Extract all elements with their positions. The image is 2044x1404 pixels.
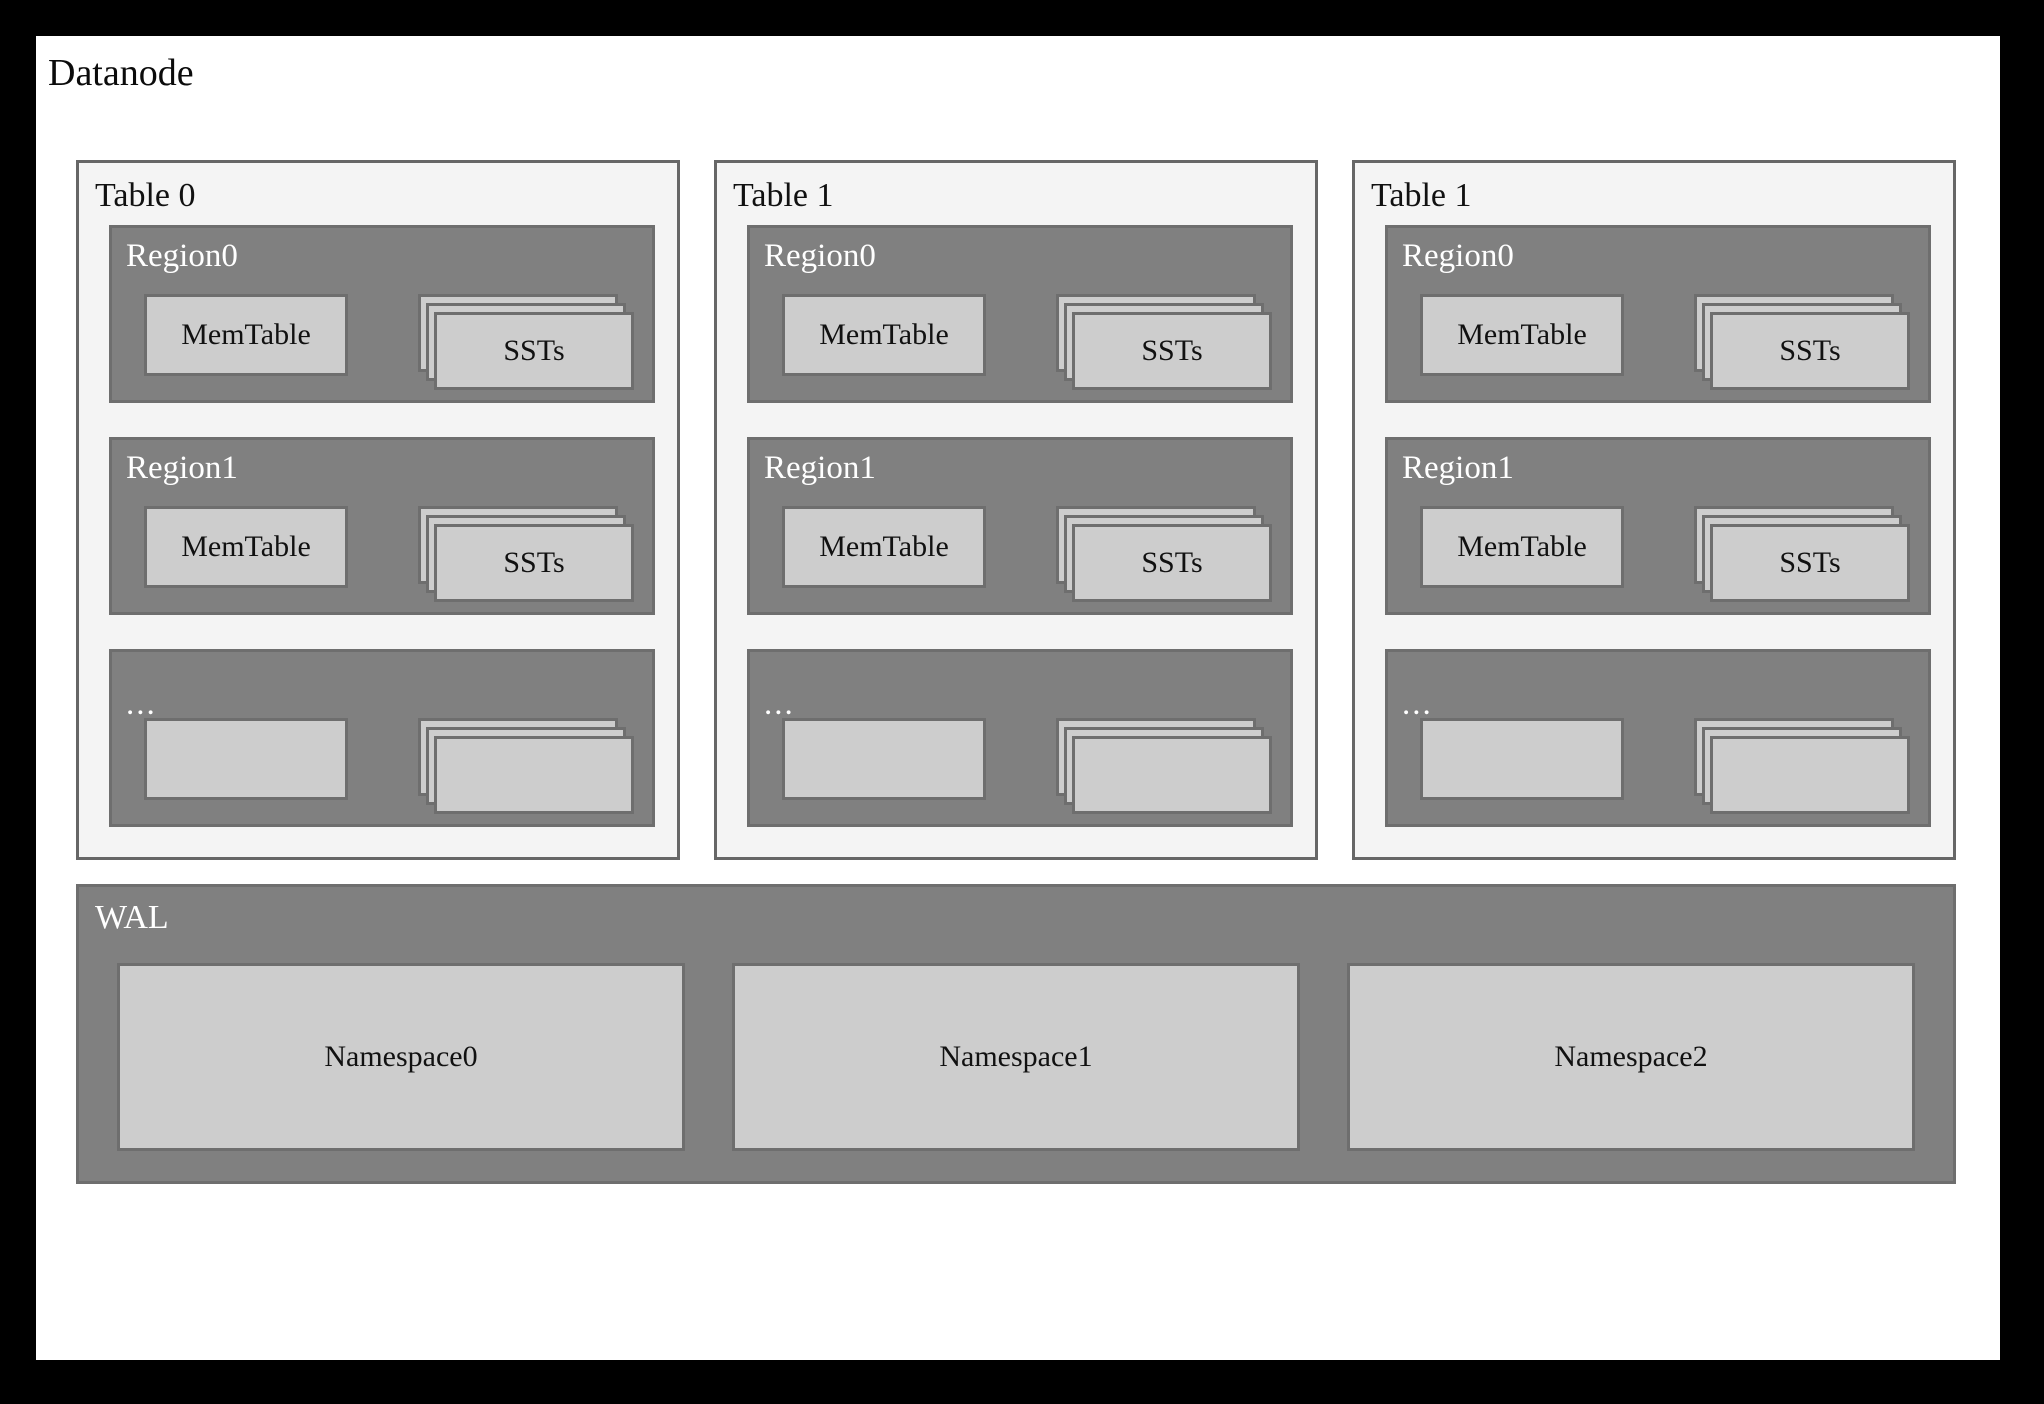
region-label-ellipsis: ...: [126, 686, 157, 722]
sst-layer-front[interactable]: [1710, 736, 1910, 814]
region-label-ellipsis: ...: [764, 686, 795, 722]
sst-layer-front[interactable]: [1072, 736, 1272, 814]
regions-container: Region0 MemTable SSTs Region1 MemTable: [109, 225, 655, 827]
ssts-stack[interactable]: SSTs: [1694, 506, 1910, 602]
ssts-stack[interactable]: SSTs: [1056, 506, 1272, 602]
region-block[interactable]: Region1 MemTable SSTs: [747, 437, 1293, 615]
namespace-box-0[interactable]: Namespace0: [117, 963, 685, 1151]
sst-layer-front[interactable]: SSTs: [1710, 312, 1910, 390]
memtable-box[interactable]: MemTable: [144, 506, 348, 588]
region-body: MemTable SSTs: [1420, 294, 1910, 390]
region-label: Region0: [764, 238, 876, 274]
sst-layer-front[interactable]: SSTs: [1710, 524, 1910, 602]
region-body: MemTable SSTs: [144, 294, 634, 390]
diagram-canvas: Datanode Table 0 Region0 MemTable SSTs: [36, 36, 2000, 1360]
wal-label: WAL: [95, 899, 169, 936]
tables-row: Table 0 Region0 MemTable SSTs Region1: [76, 160, 1956, 860]
region-body: MemTable SSTs: [144, 506, 634, 602]
memtable-box[interactable]: MemTable: [1420, 506, 1624, 588]
wal-block[interactable]: WAL Namespace0 Namespace1 Namespace2: [76, 884, 1956, 1184]
region-label: Region0: [1402, 238, 1514, 274]
ssts-stack[interactable]: [1694, 718, 1910, 814]
region-block-ellipsis[interactable]: ...: [109, 649, 655, 827]
sst-layer-front[interactable]: SSTs: [1072, 312, 1272, 390]
sst-layer-front[interactable]: SSTs: [434, 312, 634, 390]
namespace-box-1[interactable]: Namespace1: [732, 963, 1300, 1151]
ssts-stack[interactable]: [1056, 718, 1272, 814]
region-body: [782, 718, 1272, 814]
region-label-ellipsis: ...: [1402, 686, 1433, 722]
sst-layer-front[interactable]: SSTs: [1072, 524, 1272, 602]
ssts-stack[interactable]: SSTs: [418, 294, 634, 390]
ssts-stack[interactable]: [418, 718, 634, 814]
namespace-box-2[interactable]: Namespace2: [1347, 963, 1915, 1151]
region-body: MemTable SSTs: [782, 294, 1272, 390]
memtable-box[interactable]: MemTable: [782, 294, 986, 376]
regions-container: Region0 MemTable SSTs Region1 MemTable: [747, 225, 1293, 827]
memtable-box[interactable]: [1420, 718, 1624, 800]
table-label: Table 0: [95, 177, 196, 214]
memtable-box[interactable]: MemTable: [1420, 294, 1624, 376]
table-panel-0[interactable]: Table 0 Region0 MemTable SSTs Region1: [76, 160, 680, 860]
region-body: MemTable SSTs: [782, 506, 1272, 602]
region-body: [1420, 718, 1910, 814]
memtable-box[interactable]: MemTable: [144, 294, 348, 376]
ssts-stack[interactable]: SSTs: [1694, 294, 1910, 390]
regions-container: Region0 MemTable SSTs Region1 MemTable: [1385, 225, 1931, 827]
sst-layer-front[interactable]: [434, 736, 634, 814]
region-block[interactable]: Region1 MemTable SSTs: [109, 437, 655, 615]
region-label: Region0: [126, 238, 238, 274]
region-block-ellipsis[interactable]: ...: [1385, 649, 1931, 827]
ssts-stack[interactable]: SSTs: [418, 506, 634, 602]
sst-layer-front[interactable]: SSTs: [434, 524, 634, 602]
page-title: Datanode: [48, 52, 194, 94]
region-label: Region1: [764, 450, 876, 486]
table-label: Table 1: [1371, 177, 1472, 214]
table-panel-1[interactable]: Table 1 Region0 MemTable SSTs Region1: [714, 160, 1318, 860]
region-label: Region1: [1402, 450, 1514, 486]
region-block-ellipsis[interactable]: ...: [747, 649, 1293, 827]
ssts-stack[interactable]: SSTs: [1056, 294, 1272, 390]
region-label: Region1: [126, 450, 238, 486]
region-block[interactable]: Region0 MemTable SSTs: [1385, 225, 1931, 403]
region-body: MemTable SSTs: [1420, 506, 1910, 602]
memtable-box[interactable]: [782, 718, 986, 800]
memtable-box[interactable]: [144, 718, 348, 800]
region-block[interactable]: Region0 MemTable SSTs: [109, 225, 655, 403]
region-block[interactable]: Region0 MemTable SSTs: [747, 225, 1293, 403]
table-panel-2[interactable]: Table 1 Region0 MemTable SSTs Region1: [1352, 160, 1956, 860]
region-block[interactable]: Region1 MemTable SSTs: [1385, 437, 1931, 615]
table-label: Table 1: [733, 177, 834, 214]
wal-body: Namespace0 Namespace1 Namespace2: [117, 963, 1915, 1151]
memtable-box[interactable]: MemTable: [782, 506, 986, 588]
region-body: [144, 718, 634, 814]
